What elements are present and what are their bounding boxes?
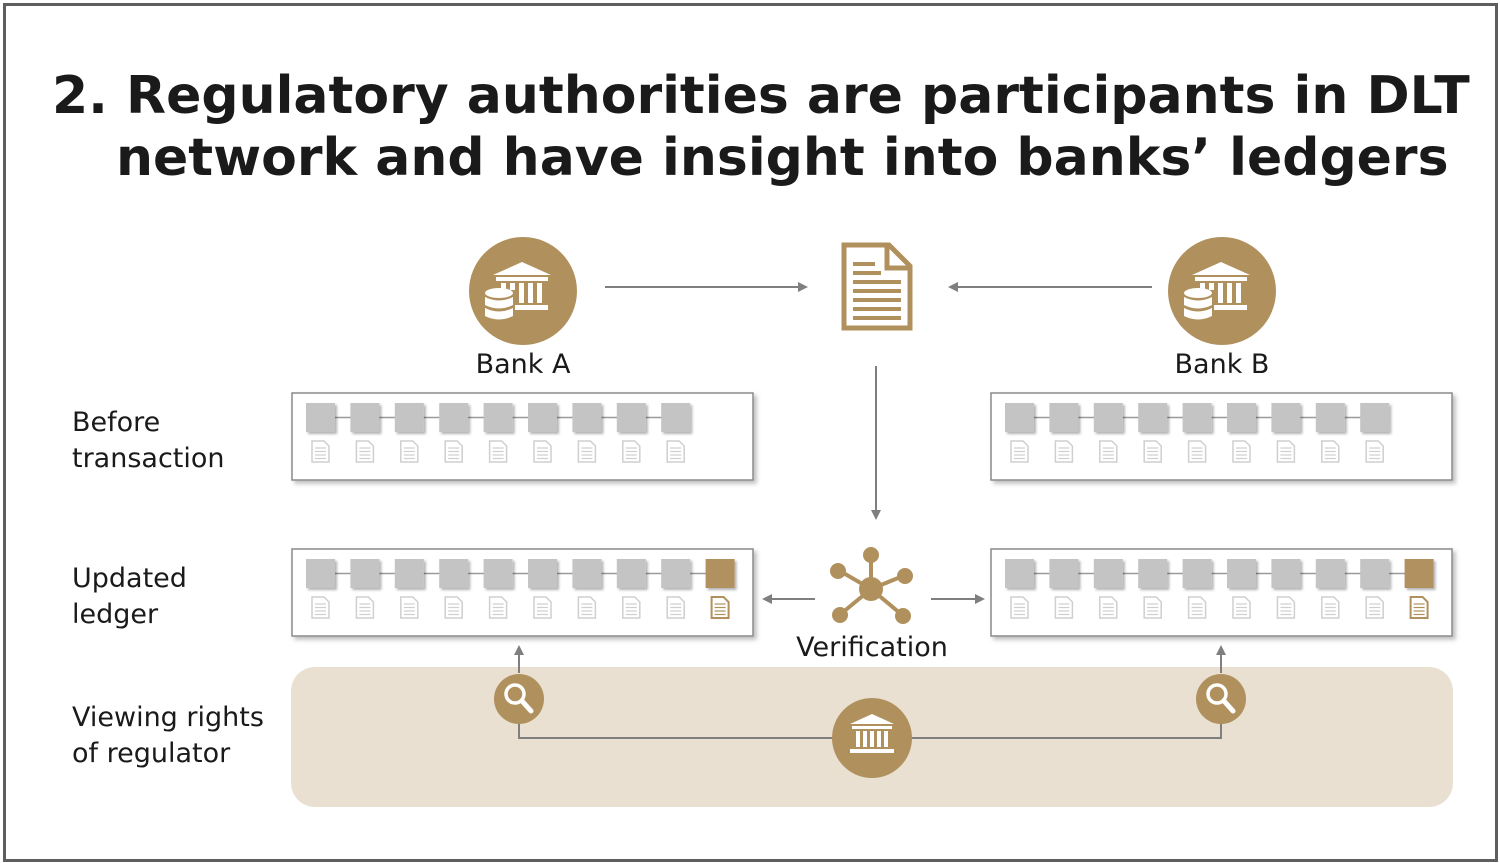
ledger-block <box>1315 403 1345 432</box>
row-label-before-line-1: Before <box>72 407 161 438</box>
ledger-block <box>616 559 646 588</box>
verification-label: Verification <box>796 632 948 663</box>
ledger-new-block <box>1404 559 1434 588</box>
ledger-block <box>483 559 513 588</box>
bank-a-icon <box>469 237 577 345</box>
ledger-block <box>1005 559 1034 588</box>
ledger-block <box>1271 403 1301 432</box>
row-label-updated-line-2: ledger <box>72 599 159 630</box>
ledger-block <box>1271 559 1301 588</box>
ledger-block <box>350 559 380 588</box>
ledger-block <box>1182 403 1212 432</box>
ledger-blocks <box>306 403 1434 619</box>
ledger-block <box>1138 403 1168 432</box>
ledger-block <box>439 559 469 588</box>
row-label-before-line-2: transaction <box>72 443 225 474</box>
ledger-block <box>528 559 557 588</box>
ledger-block <box>1093 403 1123 432</box>
ledger-block <box>350 403 380 432</box>
bank-b-icon <box>1168 237 1276 345</box>
slide-title-line-2: network and have insight into banks’ led… <box>116 128 1449 188</box>
ledger-block <box>1315 559 1345 588</box>
row-label-viewing-line-1: Viewing rights <box>72 702 264 733</box>
slide-title-line-1: 2. Regulatory authorities are participan… <box>52 66 1470 126</box>
ledger-block <box>661 559 691 588</box>
ledger-block <box>306 559 335 588</box>
ledger-block <box>1360 403 1390 432</box>
ledger-block <box>439 403 469 432</box>
bank-a-label: Bank A <box>475 349 571 380</box>
ledger-block <box>1049 403 1079 432</box>
document-icon <box>841 242 913 331</box>
row-label-updated-line-1: Updated <box>72 563 187 594</box>
ledger-block <box>394 403 424 432</box>
ledger-block <box>572 403 602 432</box>
ledger-block <box>1138 559 1168 588</box>
ledger-block <box>483 403 513 432</box>
network-nodes-icon <box>830 547 913 624</box>
row-label-viewing-line-2: of regulator <box>72 738 231 769</box>
ledger-block <box>394 559 424 588</box>
ledger-block <box>1005 403 1034 432</box>
ledger-block <box>528 403 557 432</box>
ledger-block <box>1227 403 1256 432</box>
ledger-block <box>306 403 335 432</box>
magnifier-icon-bank-b <box>1196 674 1246 724</box>
ledger-block <box>616 403 646 432</box>
ledger-new-block <box>705 559 735 588</box>
regulator-building-icon <box>832 698 912 778</box>
ledger-block <box>1049 559 1079 588</box>
magnifier-icon-bank-a <box>494 674 544 724</box>
database-icon <box>483 288 515 326</box>
ledger-block <box>1227 559 1256 588</box>
ledger-block <box>572 559 602 588</box>
ledger-block <box>1360 559 1390 588</box>
bank-b-label: Bank B <box>1174 349 1270 380</box>
database-icon <box>1182 288 1214 326</box>
ledger-block <box>1182 559 1212 588</box>
ledger-block <box>661 403 691 432</box>
ledger-block <box>1093 559 1123 588</box>
